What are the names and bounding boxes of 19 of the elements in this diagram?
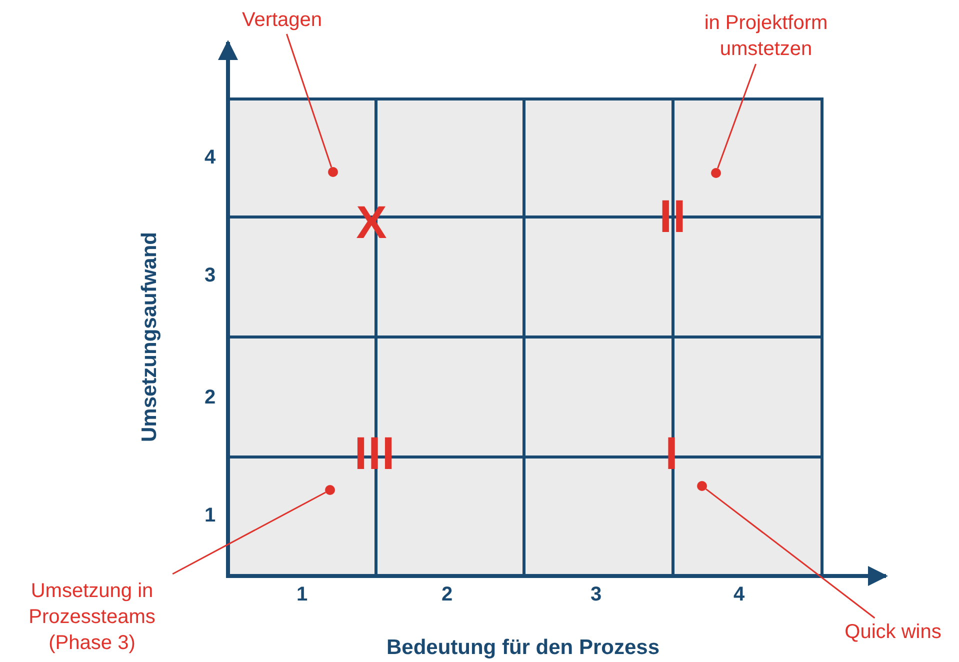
leader-line [717, 64, 756, 169]
leader-line [286, 34, 332, 168]
callout-text: Quick wins [830, 618, 956, 646]
leader-line [706, 488, 876, 619]
tick-label: 2 [204, 386, 216, 410]
tick-label: 1 [296, 584, 308, 606]
tick-label: 2 [441, 584, 453, 606]
quadrant-marker: I [665, 430, 679, 476]
tick-label: 4 [204, 146, 216, 170]
callout-text: Umsetzung in Prozessteams (Phase 3) [4, 574, 180, 660]
tick-label: 4 [733, 584, 745, 606]
leader-line [172, 492, 326, 575]
axis-title: Umsetzungsaufwand [138, 232, 162, 442]
tick-label: 3 [204, 264, 216, 288]
tick-label: 1 [204, 504, 216, 528]
callout-text: in Projektform umstetzen [688, 8, 844, 64]
callout-text: Vertagen [236, 6, 328, 34]
axis-title: Bedeutung für den Prozess [386, 636, 660, 660]
tick-label: 3 [590, 584, 602, 606]
